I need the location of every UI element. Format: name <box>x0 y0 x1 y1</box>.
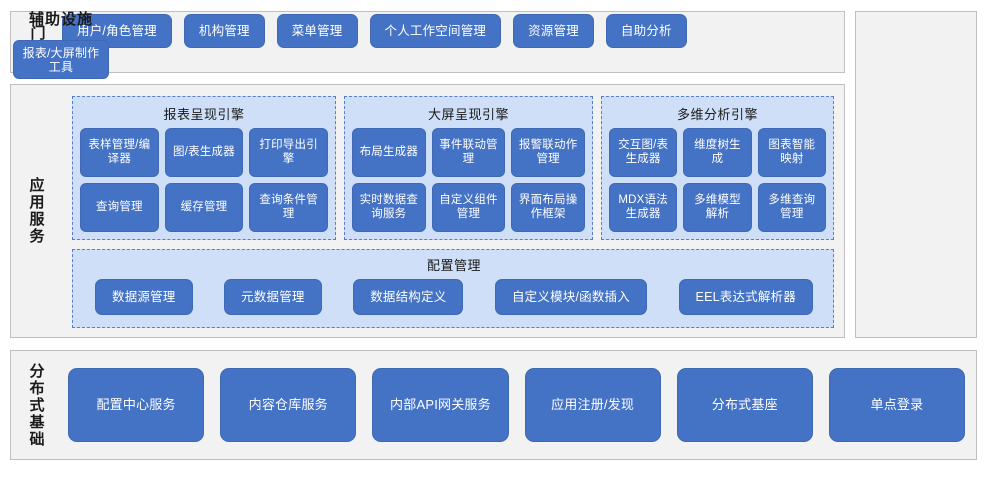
engines-container: 报表呈现引擎 表样管理/编译器 图/表生成器 打印导出引擎 查询管理 缓存管理 … <box>72 96 834 240</box>
distributed-base-row: 配置中心服务 内容仓库服务 内部API网关服务 应用注册/发现 分布式基座 单点… <box>68 368 966 442</box>
portal-button-menu-management[interactable]: 菜单管理 <box>276 14 358 48</box>
configuration-management-panel: 配置管理 数据源管理 元数据管理 数据结构定义 自定义模块/函数插入 EEL表达… <box>72 249 834 328</box>
auxiliary-facilities-section <box>855 11 977 338</box>
auxiliary-facilities-title: 辅助设施 <box>28 11 93 28</box>
engine-button-alarm-action-management[interactable]: 报警联动作管理 <box>511 128 585 177</box>
portal-button-row: 用户/角色管理 机构管理 菜单管理 个人工作空间管理 资源管理 自助分析 <box>62 11 832 51</box>
config-button-custom-module-function-insertion[interactable]: 自定义模块/函数插入 <box>494 279 647 315</box>
distributed-base-label: 分布式基础 <box>27 362 45 448</box>
engine-button-print-export-engine[interactable]: 打印导出引擎 <box>249 128 328 177</box>
report-rendering-engine-title: 报表呈现引擎 <box>163 107 245 122</box>
config-button-eel-expression-parser[interactable]: EEL表达式解析器 <box>678 279 813 315</box>
engine-button-ui-layout-operation-framework[interactable]: 界面布局操作框架 <box>511 183 585 232</box>
engine-button-mdx-syntax-generator[interactable]: MDX语法生成器 <box>609 183 678 232</box>
configuration-management-title: 配置管理 <box>426 258 481 273</box>
config-button-datasource-management[interactable]: 数据源管理 <box>95 279 193 315</box>
dist-button-config-center-service[interactable]: 配置中心服务 <box>68 368 205 442</box>
engine-button-cache-management[interactable]: 缓存管理 <box>164 183 244 232</box>
engine-button-multidimensional-model-parsing[interactable]: 多维模型解析 <box>683 183 752 232</box>
dist-button-app-registration-discovery[interactable]: 应用注册/发现 <box>524 368 661 442</box>
multidimensional-analysis-engine-title: 多维分析引擎 <box>676 107 758 122</box>
dist-button-internal-api-gateway-service[interactable]: 内部API网关服务 <box>372 368 509 442</box>
engine-button-event-linkage-management[interactable]: 事件联动管理 <box>431 128 506 177</box>
engine-button-query-management[interactable]: 查询管理 <box>80 183 159 232</box>
configuration-management-row: 数据源管理 元数据管理 数据结构定义 自定义模块/函数插入 EEL表达式解析器 <box>95 278 813 316</box>
bigscreen-rendering-engine-panel: 大屏呈现引擎 布局生成器 事件联动管理 报警联动作管理 实时数据查询服务 自定义… <box>344 96 593 240</box>
portal-button-personal-workspace-management[interactable]: 个人工作空间管理 <box>369 14 502 48</box>
portal-button-org-management[interactable]: 机构管理 <box>183 14 265 48</box>
config-button-data-structure-definition[interactable]: 数据结构定义 <box>353 279 464 315</box>
engine-button-query-condition-management[interactable]: 查询条件管理 <box>249 183 328 232</box>
aux-button-report-bigscreen-authoring-tool[interactable]: 报表/大屏制作工具 <box>13 40 109 80</box>
report-rendering-engine-grid: 表样管理/编译器 图/表生成器 打印导出引擎 查询管理 缓存管理 查询条件管理 <box>80 128 328 232</box>
engine-button-custom-component-management[interactable]: 自定义组件管理 <box>431 183 506 232</box>
bigscreen-rendering-engine-grid: 布局生成器 事件联动管理 报警联动作管理 实时数据查询服务 自定义组件管理 界面… <box>352 128 585 232</box>
dist-button-single-sign-on[interactable]: 单点登录 <box>828 368 966 442</box>
engine-button-realtime-data-query-service[interactable]: 实时数据查询服务 <box>352 183 426 232</box>
portal-button-user-role-management[interactable]: 用户/角色管理 <box>62 14 172 48</box>
multidimensional-analysis-engine-grid: 交互图/表生成器 维度树生成 图表智能映射 MDX语法生成器 多维模型解析 多维… <box>609 128 826 232</box>
application-services-label: 应用服务 <box>27 177 45 245</box>
engine-button-chart-table-generator[interactable]: 图/表生成器 <box>164 128 244 177</box>
engine-button-template-management-compiler[interactable]: 表样管理/编译器 <box>80 128 159 177</box>
report-rendering-engine-panel: 报表呈现引擎 表样管理/编译器 图/表生成器 打印导出引擎 查询管理 缓存管理 … <box>72 96 336 240</box>
dist-button-content-repository-service[interactable]: 内容仓库服务 <box>220 368 357 442</box>
engine-button-chart-intelligent-mapping[interactable]: 图表智能映射 <box>757 128 826 177</box>
config-button-metadata-management[interactable]: 元数据管理 <box>224 279 322 315</box>
engine-button-multidimensional-query-management[interactable]: 多维查询管理 <box>757 183 826 232</box>
multidimensional-analysis-engine-panel: 多维分析引擎 交互图/表生成器 维度树生成 图表智能映射 MDX语法生成器 多维… <box>601 96 834 240</box>
engine-button-interactive-chart-table-generator[interactable]: 交互图/表生成器 <box>609 128 678 177</box>
bigscreen-rendering-engine-title: 大屏呈现引擎 <box>427 107 509 122</box>
portal-button-resource-management[interactable]: 资源管理 <box>513 14 594 48</box>
engine-button-layout-generator[interactable]: 布局生成器 <box>352 128 426 177</box>
portal-button-self-service-analysis[interactable]: 自助分析 <box>605 14 687 48</box>
engine-button-dimension-tree-generation[interactable]: 维度树生成 <box>683 128 752 177</box>
dist-button-distributed-foundation[interactable]: 分布式基座 <box>676 368 813 442</box>
